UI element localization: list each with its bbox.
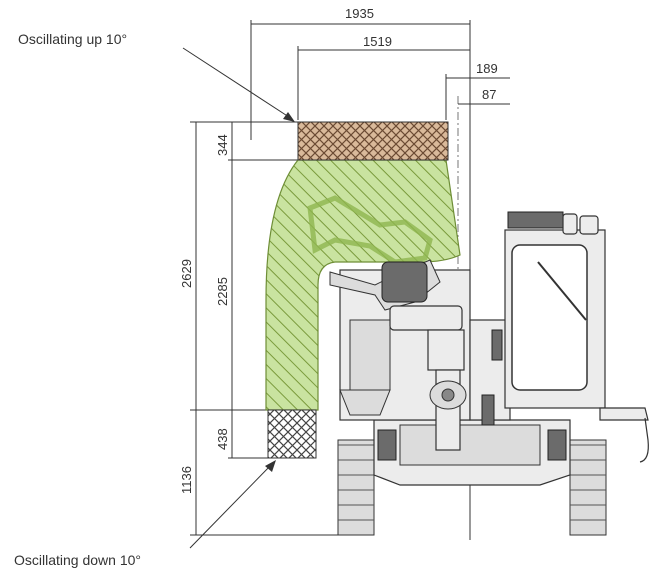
label-oscillating-down: Oscillating down 10°: [14, 552, 141, 568]
dim-1519: 1519: [363, 34, 392, 49]
excavator-machine: [329, 211, 649, 536]
left-dimensions: 2629 344 2285 438 1136: [179, 121, 340, 536]
dim-87: 87: [482, 87, 496, 102]
upper-block: [297, 121, 449, 161]
dim-344: 344: [215, 134, 230, 156]
dim-438: 438: [215, 428, 230, 450]
oscillation-envelope: [265, 121, 461, 459]
dim-189: 189: [476, 61, 498, 76]
label-oscillating-up: Oscillating up 10°: [18, 31, 127, 47]
dim-1935: 1935: [345, 6, 374, 21]
dim-1136: 1136: [179, 466, 194, 494]
dim-2285: 2285: [215, 277, 230, 306]
annotation-arrows: [182, 47, 295, 549]
lower-block: [267, 409, 317, 459]
dim-2629: 2629: [179, 259, 194, 288]
